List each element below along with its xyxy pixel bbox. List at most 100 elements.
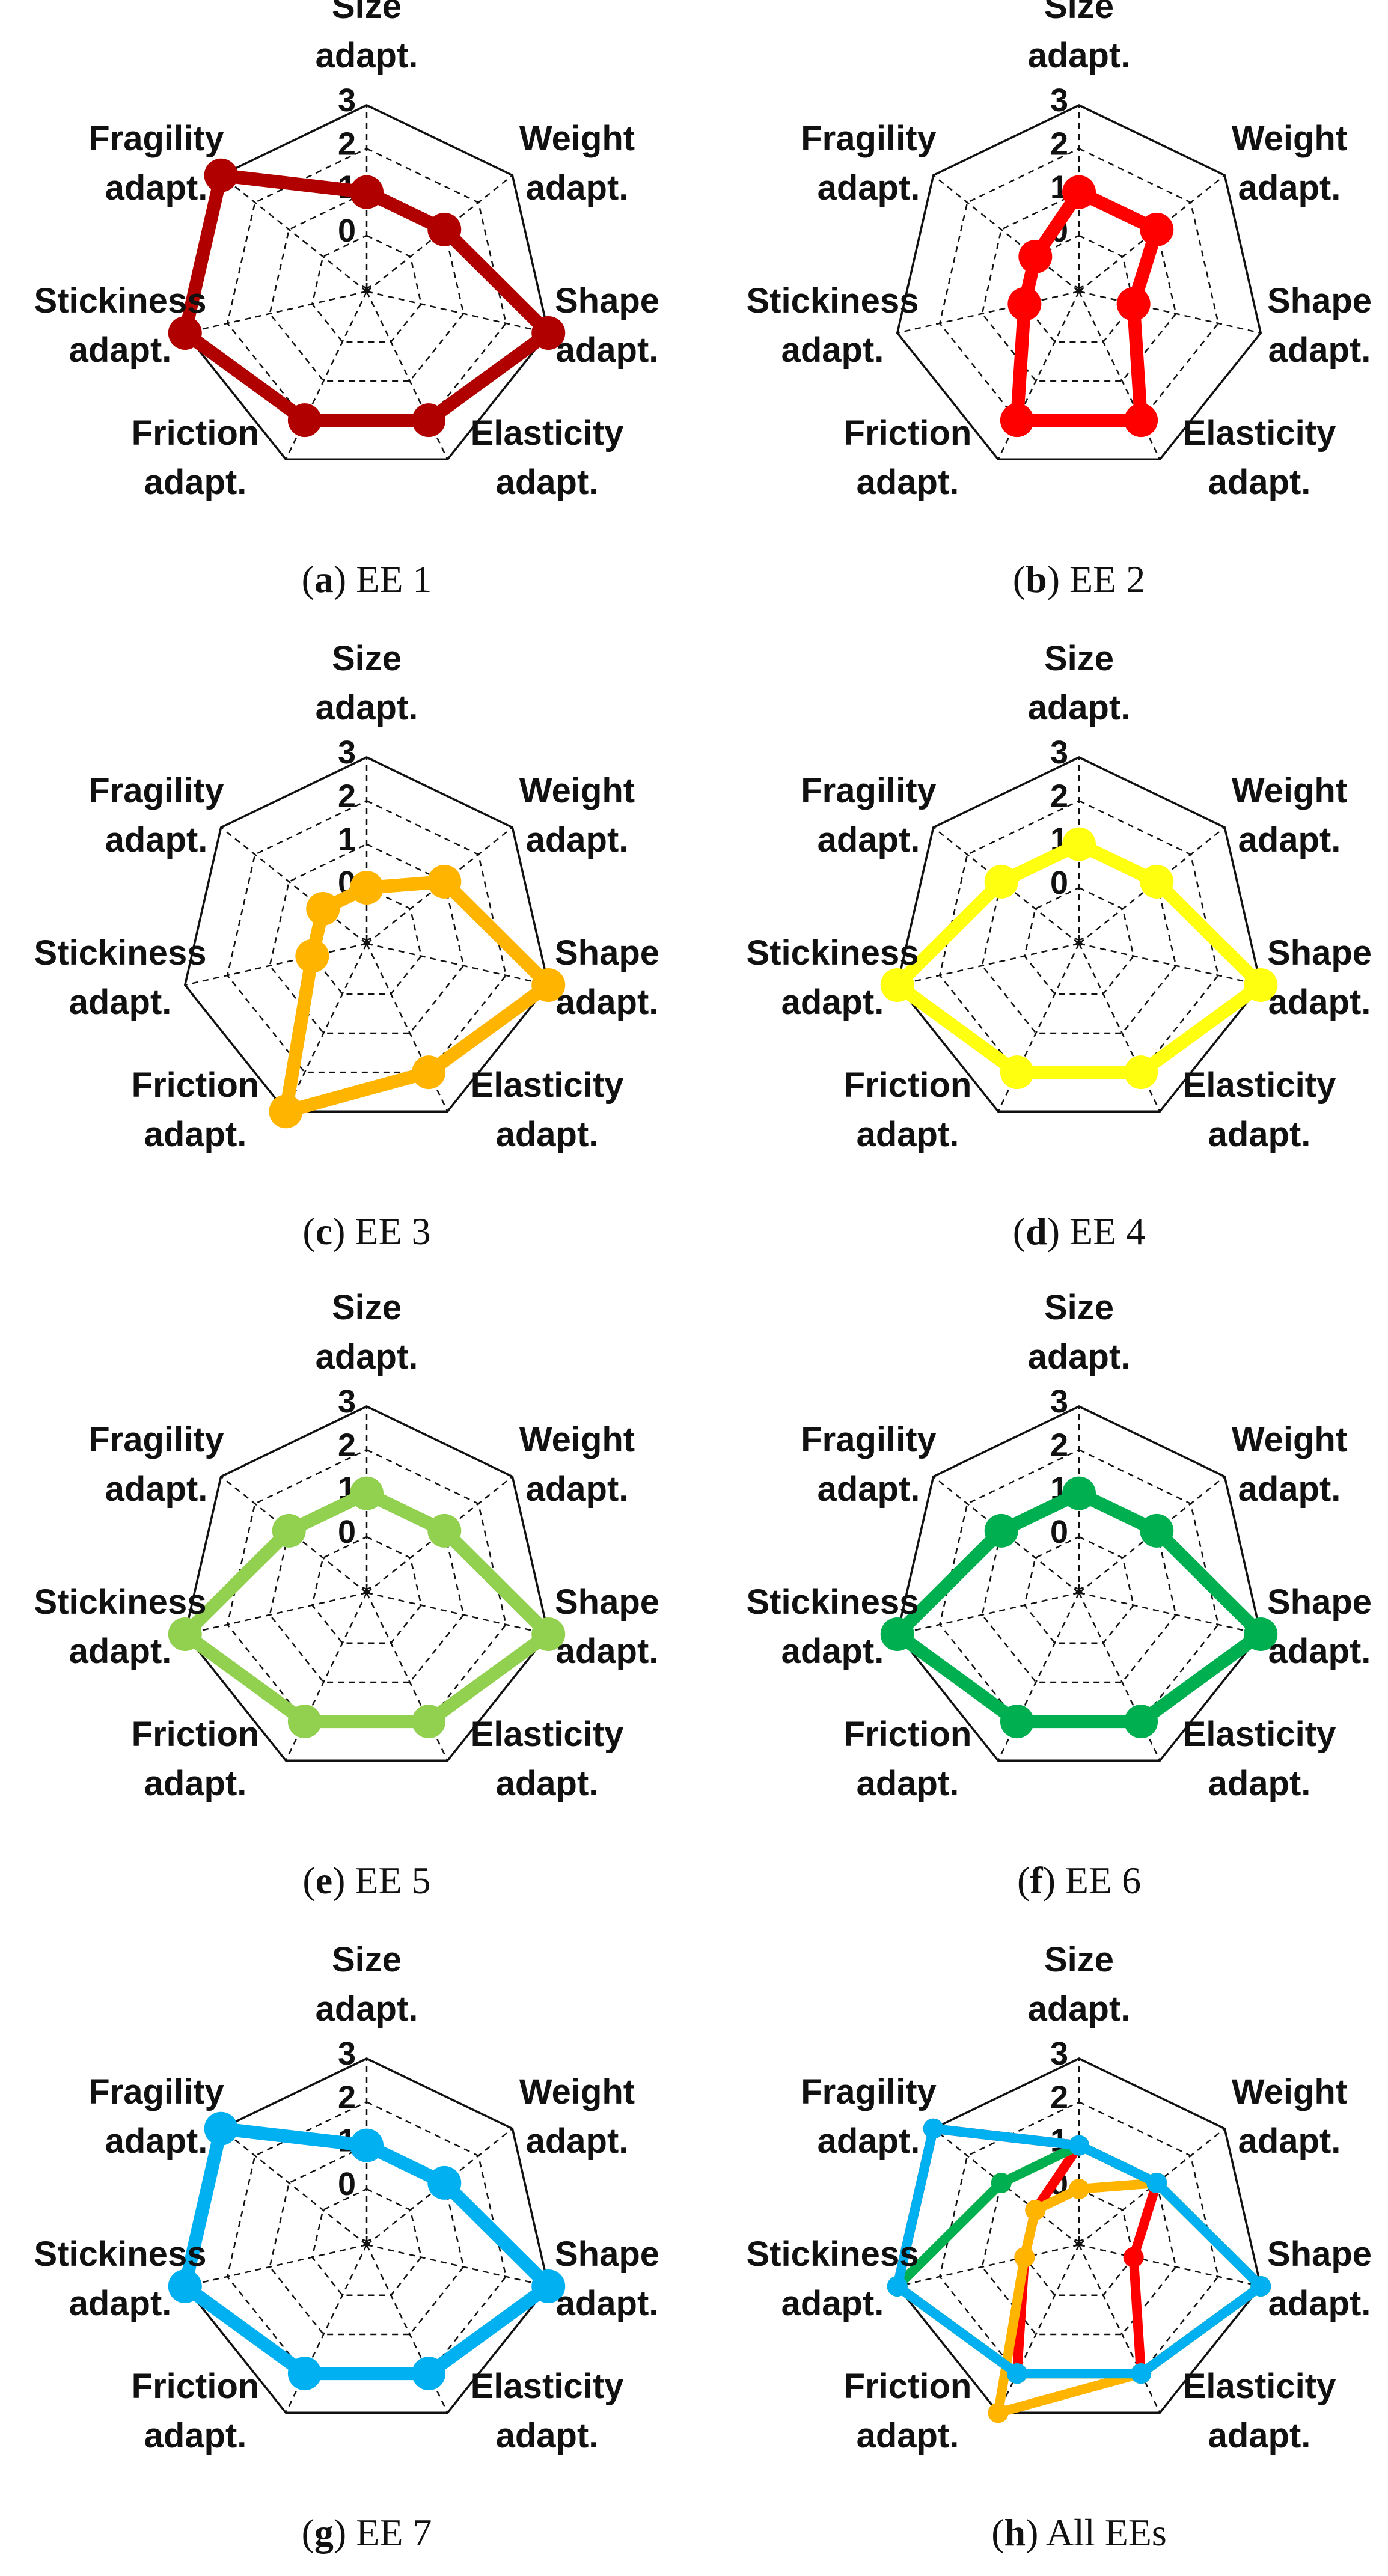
tick-label-3: 3 — [1050, 82, 1068, 118]
axis-label-1-0: Weight — [519, 771, 635, 810]
axis-label-2-1: adapt. — [1268, 2284, 1371, 2323]
center-mark: * — [361, 278, 371, 307]
axis-label-4-0: Friction — [844, 1066, 972, 1105]
spoke-2 — [1078, 2244, 1261, 2288]
axis-label-6-0: Fragility — [801, 1420, 937, 1459]
data-point-1-6 — [984, 1513, 1018, 1548]
grid-ring-0 — [311, 1536, 423, 1644]
axis-label-6-1: adapt. — [105, 1470, 208, 1509]
tick-label-0: 0 — [1050, 1514, 1068, 1550]
data-point-1-2 — [531, 316, 566, 350]
axis-label-5-1: adapt. — [781, 983, 884, 1022]
tick-label-2: 2 — [338, 126, 356, 162]
axis-label-2-0: Shape — [1267, 281, 1372, 320]
grid-ring-3 — [896, 756, 1262, 1113]
axis-label-6-0: Fragility — [88, 2072, 224, 2111]
radar-panel-a: *0123Sizeadapt.Weightadapt.Shapeadapt.El… — [34, 0, 660, 600]
data-point-1-3 — [412, 403, 446, 438]
spoke-2 — [366, 1592, 549, 1635]
axis-label-1-1: adapt. — [1238, 1470, 1341, 1509]
axis-label-2-1: adapt. — [556, 2284, 659, 2323]
data-point-1-5 — [880, 1617, 914, 1651]
series-line-7 — [892, 2123, 1266, 2379]
axis-label-5-0: Stickiness — [747, 2235, 919, 2274]
grid-ring-0 — [311, 234, 423, 343]
spoke-5 — [897, 1592, 1080, 1635]
radar-panel-d: *0123Sizeadapt.Weightadapt.Shapeadapt.El… — [747, 639, 1372, 1253]
data-point-1-4 — [1000, 1055, 1034, 1090]
axis-label-2-1: adapt. — [1268, 331, 1371, 370]
axis-label-2-0: Shape — [1267, 2235, 1372, 2274]
data-point-1-2 — [531, 1617, 566, 1651]
data-point-1-0 — [350, 2128, 384, 2162]
data-point-1-2 — [1116, 287, 1151, 321]
axis-label-5-0: Stickiness — [747, 281, 919, 320]
axis-label-6-0: Fragility — [88, 119, 224, 158]
data-point-1-6 — [204, 2111, 238, 2146]
axis-label-4-0: Friction — [132, 2367, 260, 2406]
axis-label-2-1: adapt. — [1268, 1632, 1371, 1671]
spoke-4 — [285, 943, 368, 1112]
data-point-1-4 — [1000, 1705, 1034, 1739]
axis-label-0-1: adapt. — [316, 688, 418, 727]
axis-label-5-0: Stickiness — [34, 933, 207, 972]
axis-label-3-1: adapt. — [1208, 2416, 1311, 2455]
axis-label-6-1: adapt. — [818, 820, 920, 859]
axis-label-6-0: Fragility — [88, 1420, 224, 1459]
tick-label-0: 0 — [338, 1514, 356, 1550]
center-mark: * — [361, 2231, 371, 2260]
data-point-1-3 — [1124, 1705, 1158, 1739]
axis-label-2-0: Shape — [1267, 933, 1372, 972]
axis-label-6-0: Fragility — [801, 119, 937, 158]
series-line-1 — [890, 837, 1268, 1079]
data-point-1-5 — [168, 2269, 202, 2303]
data-point-1-1 — [427, 1513, 462, 1548]
data-point-1-6 — [272, 1513, 306, 1548]
spoke-5 — [185, 1592, 367, 1635]
data-point-1-1 — [427, 2165, 462, 2200]
tick-label-2: 2 — [1050, 126, 1068, 162]
data-point-1-1 — [1140, 1513, 1174, 1548]
axis-label-4-0: Friction — [132, 414, 260, 453]
axis-label-0-1: adapt. — [316, 1337, 418, 1376]
tick-label-2: 2 — [1050, 1427, 1068, 1463]
spoke-1 — [1078, 174, 1226, 292]
caption-d: (d) EE 4 — [1013, 1210, 1145, 1253]
axis-label-5-0: Stickiness — [34, 281, 207, 320]
data-point-1-1 — [427, 864, 462, 899]
axis-label-0-0: Size — [1044, 1940, 1114, 1979]
data-point-1-3 — [412, 1705, 446, 1739]
data-point-7-3 — [1131, 2363, 1152, 2384]
axis-label-6-0: Fragility — [88, 771, 224, 810]
axis-label-2-0: Shape — [555, 1583, 659, 1622]
axis-label-2-1: adapt. — [1268, 983, 1371, 1022]
axis-label-2-0: Shape — [555, 281, 659, 320]
spoke-6 — [932, 174, 1080, 292]
axis-label-3-0: Elasticity — [1183, 1066, 1336, 1105]
data-point-1-2 — [1244, 968, 1278, 1002]
data-point-1-0 — [1062, 1476, 1096, 1510]
spoke-4 — [997, 2244, 1080, 2413]
spoke-6 — [220, 826, 367, 944]
axis-label-1-1: adapt. — [526, 820, 629, 859]
axis-label-6-0: Fragility — [801, 771, 937, 810]
spoke-1 — [366, 2128, 513, 2245]
grid-ring-0 — [1023, 887, 1135, 995]
axis-label-5-0: Stickiness — [747, 933, 919, 972]
axis-label-3-1: adapt. — [1208, 1764, 1311, 1803]
series-line-1 — [178, 168, 555, 427]
grid-ring-1 — [981, 2144, 1177, 2336]
axis-label-3-1: adapt. — [496, 1764, 599, 1803]
axis-label-2-1: adapt. — [556, 331, 659, 370]
radar-panel-b: *0123Sizeadapt.Weightadapt.Shapeadapt.El… — [747, 0, 1372, 600]
axis-label-3-0: Elasticity — [471, 414, 624, 453]
caption-e: (e) EE 5 — [302, 1859, 430, 1902]
data-point-1-6 — [306, 892, 340, 926]
axis-label-3-1: adapt. — [1208, 463, 1311, 502]
data-point-1-5 — [880, 968, 914, 1002]
axis-label-5-1: adapt. — [781, 331, 884, 370]
data-point-1-6 — [984, 864, 1018, 899]
axis-label-0-0: Size — [332, 639, 402, 678]
axis-label-2-1: adapt. — [556, 1632, 659, 1671]
